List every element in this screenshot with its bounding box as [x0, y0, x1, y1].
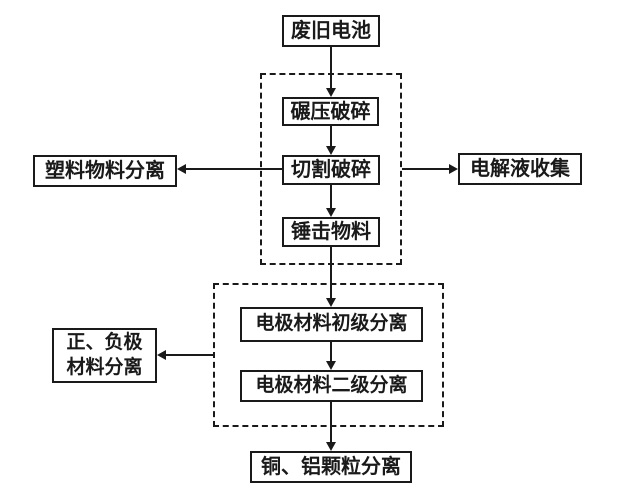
arrow-hammer-to-primary [326, 247, 336, 307]
node-cut-crushing: 切割破碎 [282, 155, 380, 185]
node-hammer-material: 锤击物料 [282, 217, 380, 247]
arrow-cut-to-hammer [326, 185, 336, 217]
node-posneg-material-separation: 正、负极 材料分离 [52, 328, 157, 383]
arrow-cut-to-plastic [177, 164, 282, 174]
arrow-frame-to-electrolyte [402, 164, 458, 174]
node-electrolyte-collection: 电解液收集 [458, 153, 582, 185]
node-plastic-separation: 塑料物料分离 [33, 155, 177, 187]
node-roll-crushing: 碾压破碎 [282, 97, 379, 126]
arrow-frame-to-posneg [157, 350, 213, 360]
node-secondary-electrode-separation: 电极材料二级分离 [240, 370, 423, 402]
electrode-group-frame [213, 283, 444, 427]
node-primary-electrode-separation: 电极材料初级分离 [240, 307, 423, 342]
arrow-primary-to-secondary [326, 342, 336, 370]
node-copper-aluminum-separation: 铜、铝颗粒分离 [250, 451, 412, 483]
arrow-secondary-to-copper-aluminum [326, 402, 336, 451]
arrow-roll-to-cut [326, 126, 336, 155]
arrow-waste-to-roll [326, 47, 336, 97]
node-waste-battery: 废旧电池 [282, 15, 380, 47]
